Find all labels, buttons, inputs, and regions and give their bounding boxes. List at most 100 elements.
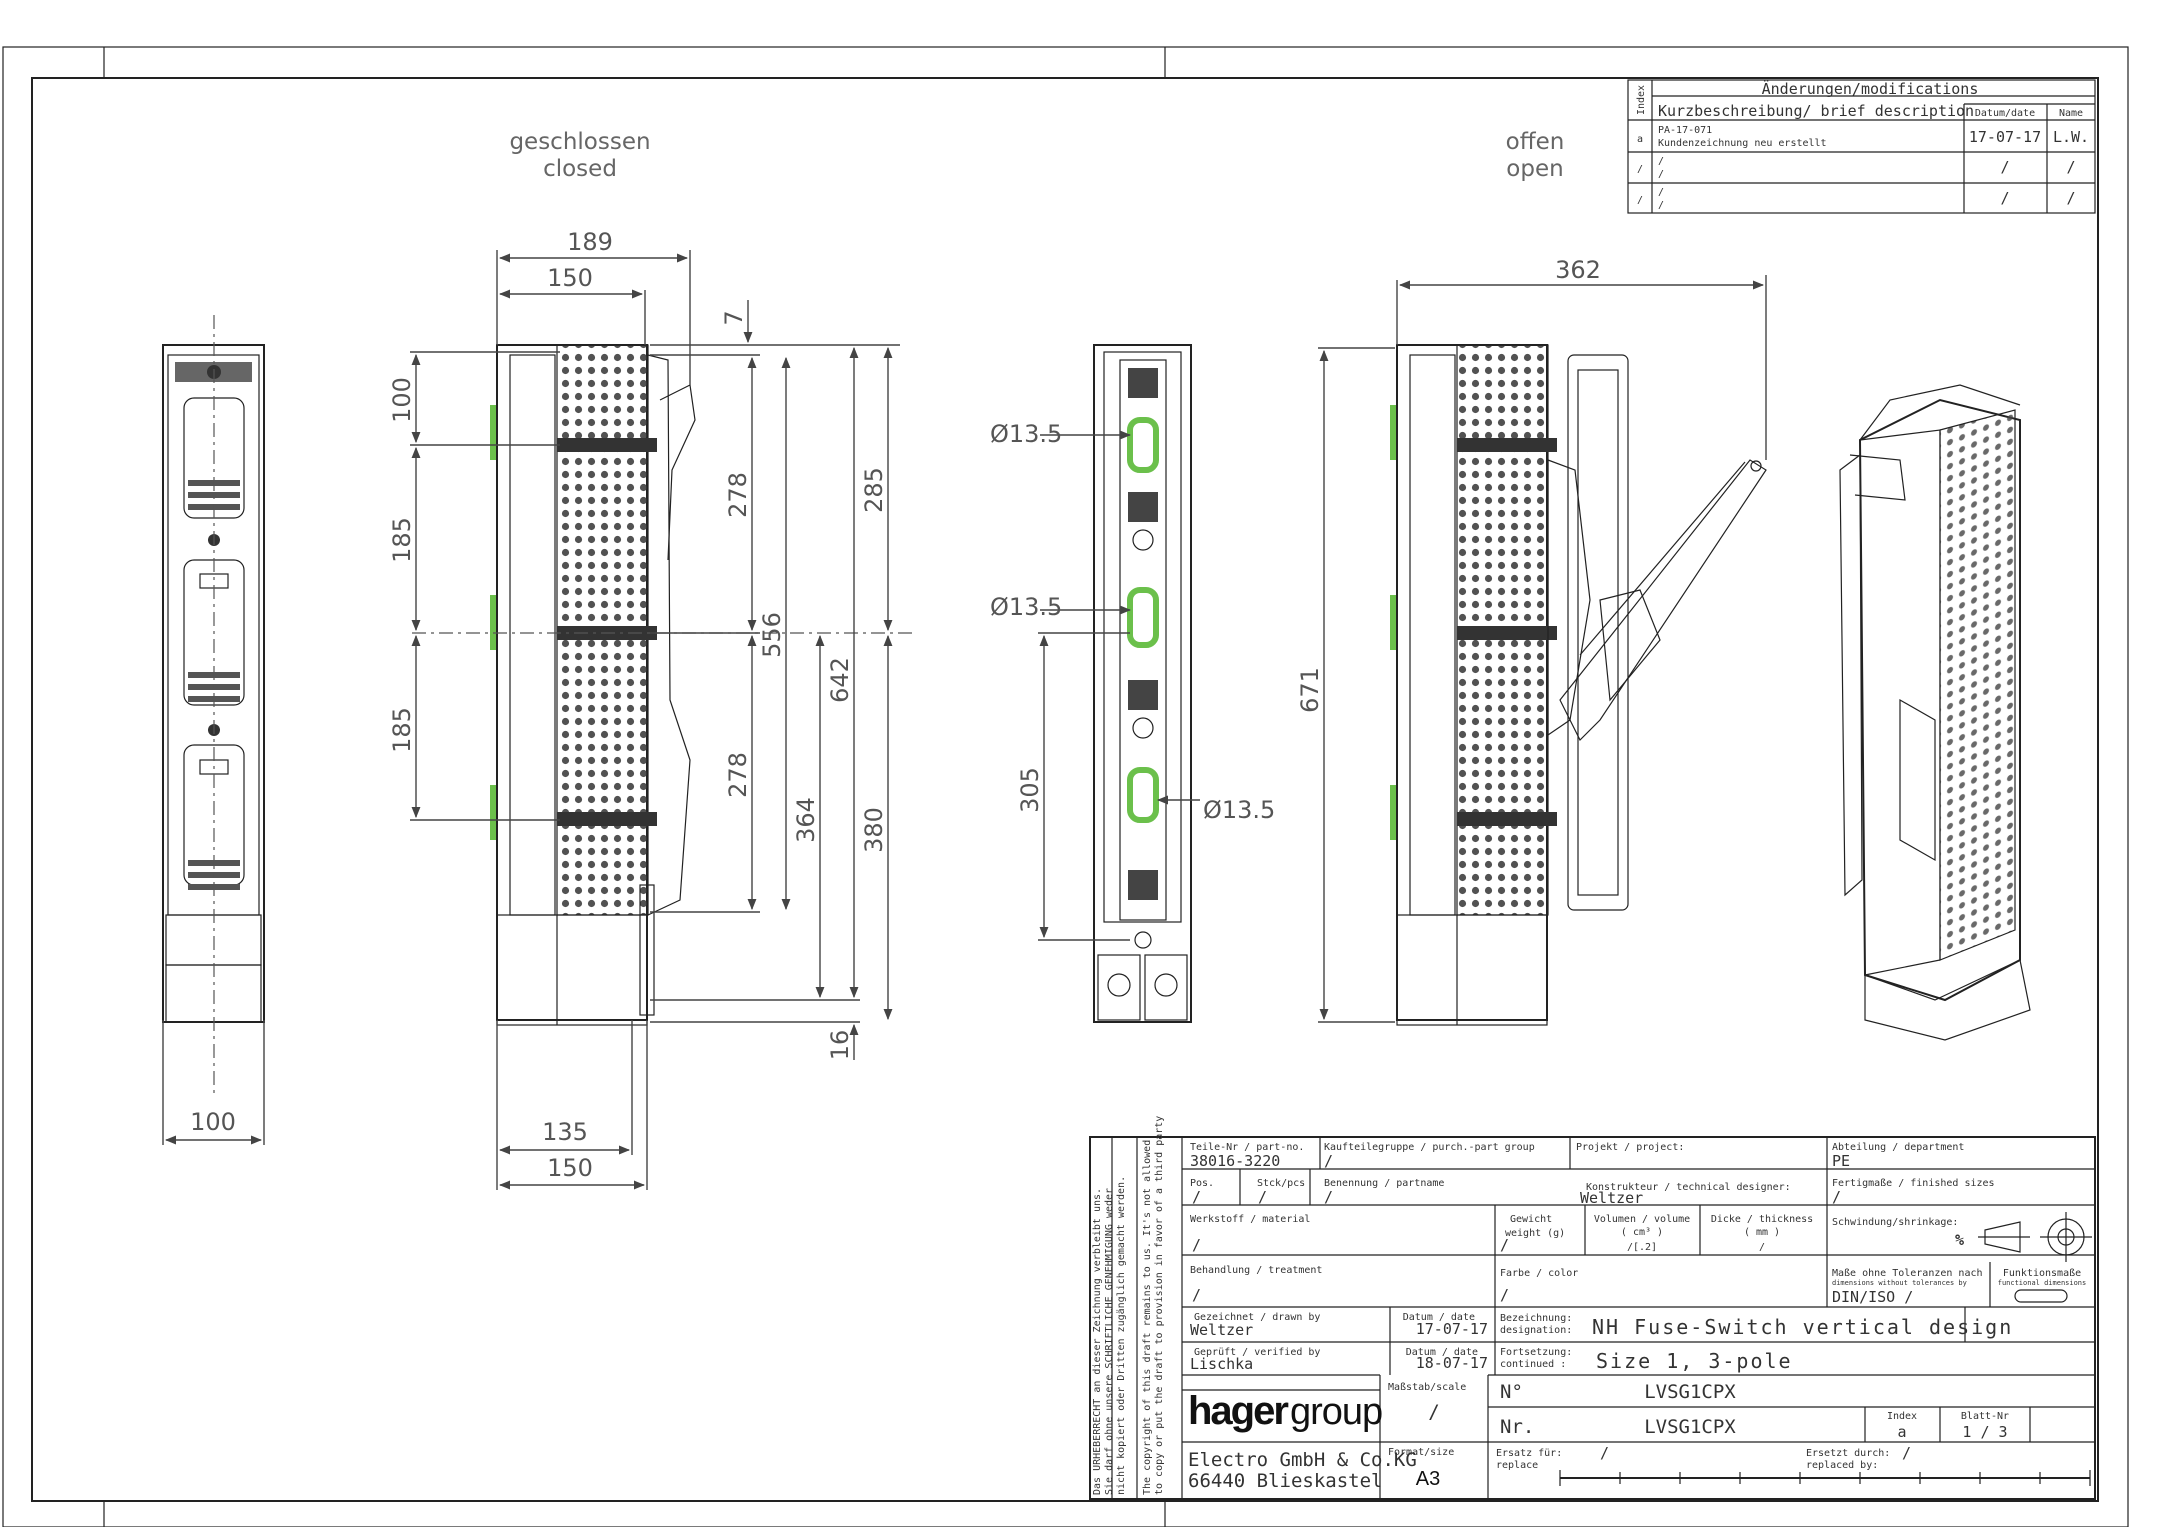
dim-671: 671 (1296, 667, 1324, 713)
finished-sizes-value: / (1832, 1188, 1841, 1206)
dims-front-open: 362 671 (1296, 256, 1767, 1023)
no-label: N° (1500, 1381, 1523, 1403)
dim-285: 285 (860, 467, 888, 513)
company-name: Electro GmbH & Co.KG (1188, 1449, 1417, 1471)
rear-view (1093, 344, 1192, 1023)
side-view-closed: 100 (162, 315, 265, 1145)
weight-label-1: Gewicht (1510, 1214, 1552, 1225)
revision-name: / (2066, 189, 2075, 207)
project-label: Projekt / project: (1576, 1142, 1684, 1153)
dim-185-lower: 185 (388, 707, 416, 753)
revision-desc-1: PA-17-071 (1658, 125, 1712, 136)
replace-label-2: replace (1496, 1460, 1538, 1471)
svg-text:group: group (1290, 1391, 1382, 1433)
thickness-label-2: ( mm ) (1744, 1227, 1780, 1238)
dim-185-upper: 185 (388, 517, 416, 563)
nr-label: Nr. (1500, 1416, 1534, 1438)
verified-by-label: Geprüft / verified by (1194, 1347, 1320, 1358)
designation-label-1: Bezeichnung: (1500, 1313, 1572, 1324)
drawn-date-label: Datum / date (1403, 1312, 1475, 1323)
purch-group-label: Kaufteilegruppe / purch.-part group (1324, 1142, 1535, 1153)
thickness-value: / (1759, 1242, 1765, 1253)
drawn-by-value: Weltzer (1190, 1321, 1253, 1339)
pcs-label: Stck/pcs (1257, 1178, 1305, 1189)
color-value: / (1500, 1286, 1509, 1304)
designation-label-2: designation: (1500, 1325, 1572, 1336)
view-label-closed: geschlossen closed (509, 129, 650, 182)
volume-label-2: ( cm³ ) (1621, 1227, 1663, 1238)
copyright-de-2: Sie darf ohne unsere SCHRIFTLICHE GENEHM… (1104, 1188, 1115, 1495)
closed-label-de: geschlossen (509, 129, 650, 155)
revision-row: / / / / / (1637, 187, 2076, 211)
functional-label-2: functional dimensions (1998, 1279, 2087, 1287)
part-no-value: 38016-3220 (1190, 1152, 1280, 1170)
volume-value: /[.2] (1627, 1242, 1657, 1253)
material-label: Werkstoff / material (1190, 1214, 1310, 1225)
dim-135: 135 (542, 1118, 588, 1146)
open-label-en: open (1506, 156, 1563, 182)
nr-value: LVSG1CPX (1644, 1416, 1736, 1438)
revision-date: 17-07-17 (1969, 128, 2041, 146)
front-view-closed (412, 344, 915, 1026)
sheet-label: Blatt-Nr (1961, 1411, 2009, 1422)
revision-col-name: Name (2059, 108, 2083, 119)
replaced-by-label-1: Ersetzt durch: (1806, 1448, 1890, 1459)
weight-value: / (1500, 1236, 1509, 1254)
purch-group-value: / (1324, 1152, 1333, 1170)
dim-width-100: 100 (190, 1108, 236, 1136)
designer-label: Konstrukteur / technical designer: (1586, 1182, 1791, 1193)
format-value: A3 (1416, 1468, 1440, 1490)
revision-col-index: Index (1636, 85, 1647, 115)
material-value: / (1192, 1236, 1201, 1254)
copyright-en-2: to copy or put the draft to provision in… (1154, 1116, 1165, 1495)
copyright-de-1: Das URHEBERRECHT an dieser Zeichnung ver… (1092, 1188, 1103, 1495)
continued-value: Size 1, 3-pole (1596, 1349, 1793, 1373)
pcs-value: / (1258, 1188, 1267, 1206)
open-label-de: offen (1506, 129, 1565, 155)
dim-362: 362 (1555, 256, 1601, 284)
department-label: Abteilung / department (1832, 1142, 1964, 1153)
sheet-value: 1 / 3 (1962, 1423, 2007, 1441)
copyright-de-3: nicht kopiert oder Dritten zugänglich ge… (1116, 1176, 1127, 1495)
revision-desc-2: / (1658, 169, 1664, 180)
view-label-open: offen open (1506, 129, 1565, 182)
volume-label-1: Volumen / volume (1594, 1214, 1690, 1225)
revision-date: / (2000, 158, 2009, 176)
dim-189: 189 (567, 228, 613, 256)
scale-label: Maßstab/scale (1388, 1382, 1466, 1393)
no-value: LVSG1CPX (1644, 1381, 1736, 1403)
revision-title: Änderungen/modifications (1762, 79, 1979, 98)
dim-278-lower: 278 (724, 752, 752, 798)
verified-by-value: Lischka (1190, 1355, 1253, 1373)
partname-label: Benennung / partname (1324, 1178, 1444, 1189)
department-value: PE (1832, 1152, 1850, 1170)
dims-front-closed: 189 150 135 150 100 185 185 7 278 278 55 (388, 228, 900, 1190)
projection-symbol-icon (1978, 1212, 2092, 1262)
copyright-en-1: The copyright of this draft remains to u… (1142, 1140, 1153, 1495)
sheet-frame (2, 46, 2129, 1527)
drawn-by-label: Gezeichnet / drawn by (1194, 1312, 1320, 1323)
dim-150-top: 150 (547, 264, 593, 292)
dim-278-upper: 278 (724, 472, 752, 518)
dim-642: 642 (826, 657, 854, 703)
revision-index: / (1637, 195, 1643, 206)
verified-date-value: 18-07-17 (1416, 1354, 1488, 1372)
closed-label-en: closed (543, 156, 617, 182)
revision-col-date: Datum/date (1975, 108, 2035, 119)
functional-label-1: Funktionsmaße (2003, 1268, 2081, 1279)
index-label: Index (1887, 1411, 1917, 1422)
revision-name: / (2066, 158, 2075, 176)
partname-value: / (1324, 1188, 1333, 1206)
part-no-label: Teile-Nr / part-no. (1190, 1142, 1304, 1153)
dim-150-bottom: 150 (547, 1154, 593, 1182)
revision-date: / (2000, 189, 2009, 207)
shrinkage-label: Schwindung/shrinkage: (1832, 1217, 1958, 1228)
front-view-open (1390, 344, 1767, 1026)
format-label: Format/size (1388, 1447, 1454, 1458)
replaced-by-label-2: replaced by: (1806, 1460, 1878, 1471)
dim-16: 16 (826, 1030, 854, 1061)
dim-364: 364 (792, 797, 820, 843)
dims-rear: Ø13.5 Ø13.5 Ø13.5 305 (990, 420, 1275, 941)
company-address: 66440 Blieskastel (1188, 1470, 1382, 1492)
